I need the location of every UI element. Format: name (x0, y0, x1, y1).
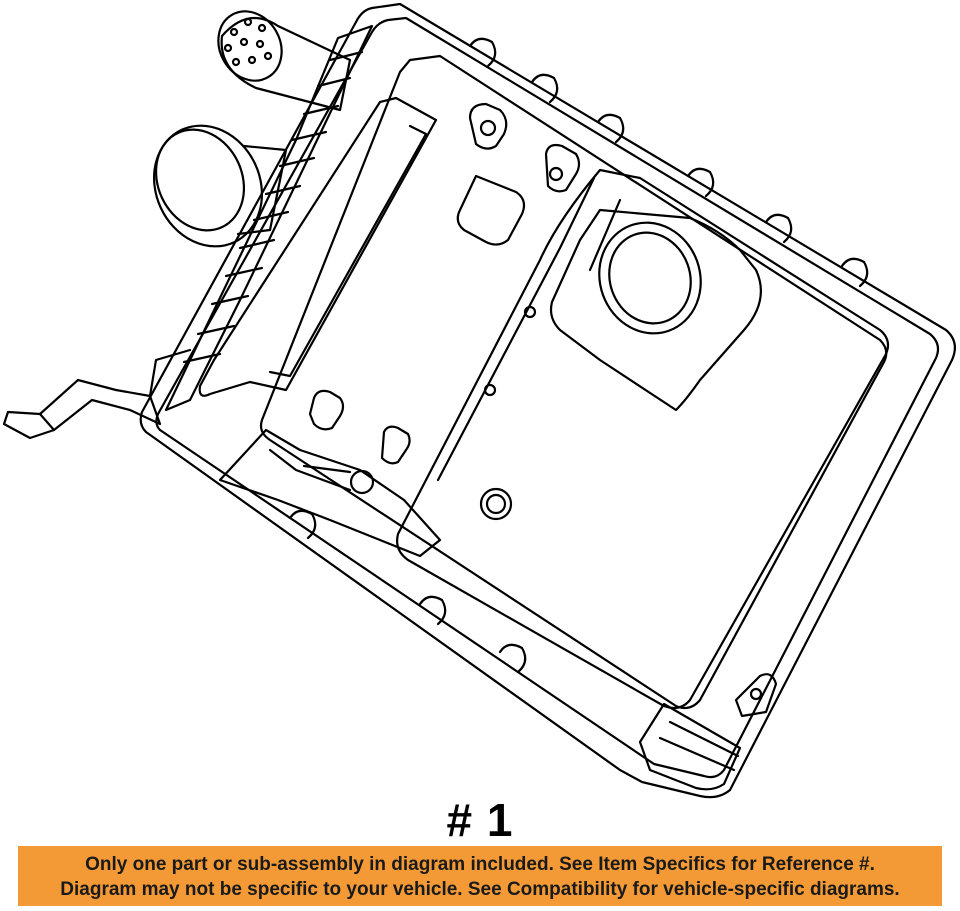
rim-bump (596, 113, 625, 144)
foot-bracket-tab (2, 410, 56, 440)
filter-rib (196, 324, 236, 336)
mount-boss-hole (479, 119, 497, 137)
perforation (229, 27, 239, 37)
intake-mouth (217, 10, 283, 82)
perforation (257, 23, 267, 33)
part-diagram (2, 2, 957, 799)
disclaimer-line-2: Diagram may not be specific to your vehi… (60, 879, 900, 900)
drain-port-outer (479, 487, 513, 521)
rivet (483, 383, 497, 397)
foot-bracket (38, 378, 162, 432)
cover-panel (259, 54, 888, 710)
raised-panel-inner (268, 124, 428, 378)
outlet-port-outer (598, 221, 702, 335)
perforation (231, 57, 241, 67)
part-reference-label: # 1 (446, 794, 514, 846)
plenum-ridge (436, 176, 596, 482)
filter-rib (224, 266, 264, 278)
end-cap (638, 702, 742, 791)
outlet-port-inner (608, 231, 692, 325)
rim-bump (530, 73, 559, 104)
part-line-drawing (2, 2, 957, 799)
disclaimer-banner: Only one part or sub-assembly in diagram… (18, 846, 942, 906)
rim-bump (468, 37, 497, 68)
housing-outer-outline (139, 2, 957, 799)
rim-bump (288, 509, 317, 540)
filter-rib (238, 238, 276, 250)
mount-boss (544, 143, 581, 193)
filter-rib (278, 156, 316, 168)
perforation (263, 51, 273, 61)
filter-rib (328, 50, 364, 62)
housing-inner-rim (155, 16, 940, 779)
pad (380, 425, 411, 465)
end-cap-rib (658, 736, 736, 772)
pivot-boss (349, 469, 375, 495)
rivet (523, 305, 537, 319)
resonator-connect (236, 144, 288, 236)
intake-snorkel (220, 16, 352, 112)
resonator-face (154, 128, 246, 232)
end-cap-rib (668, 720, 740, 758)
plenum-body (396, 168, 890, 710)
disclaimer-line-1: Only one part or sub-assembly in diagram… (85, 854, 875, 875)
perforation (255, 39, 265, 49)
outlet-collar (549, 208, 762, 412)
filter-rib (210, 294, 250, 306)
bracket-hole (749, 687, 763, 701)
rim-bump (686, 167, 715, 198)
filter-rib (290, 130, 328, 142)
filter-rib (252, 210, 290, 222)
resonator-body (152, 124, 264, 248)
rim-bump (764, 213, 793, 244)
rim-bump (418, 595, 447, 626)
pad (308, 389, 345, 431)
mount-boss-hole (548, 166, 564, 182)
perforation (223, 43, 233, 53)
rim-bump (840, 257, 869, 288)
perforation (247, 55, 257, 65)
pivot-arm (302, 464, 352, 474)
filter-rib (182, 352, 222, 364)
filter-rib (316, 76, 352, 88)
foot-bracket-edge (148, 348, 192, 398)
lower-lip-inner (268, 448, 352, 492)
sensor-pad (456, 174, 526, 246)
perforation (243, 17, 253, 27)
filter-rib (264, 184, 302, 196)
perforation (239, 37, 249, 47)
rim-bump (498, 643, 527, 674)
mount-boss (468, 102, 508, 150)
mounting-bracket (734, 673, 778, 718)
raised-panel (198, 96, 438, 397)
drain-port-inner (485, 493, 507, 515)
